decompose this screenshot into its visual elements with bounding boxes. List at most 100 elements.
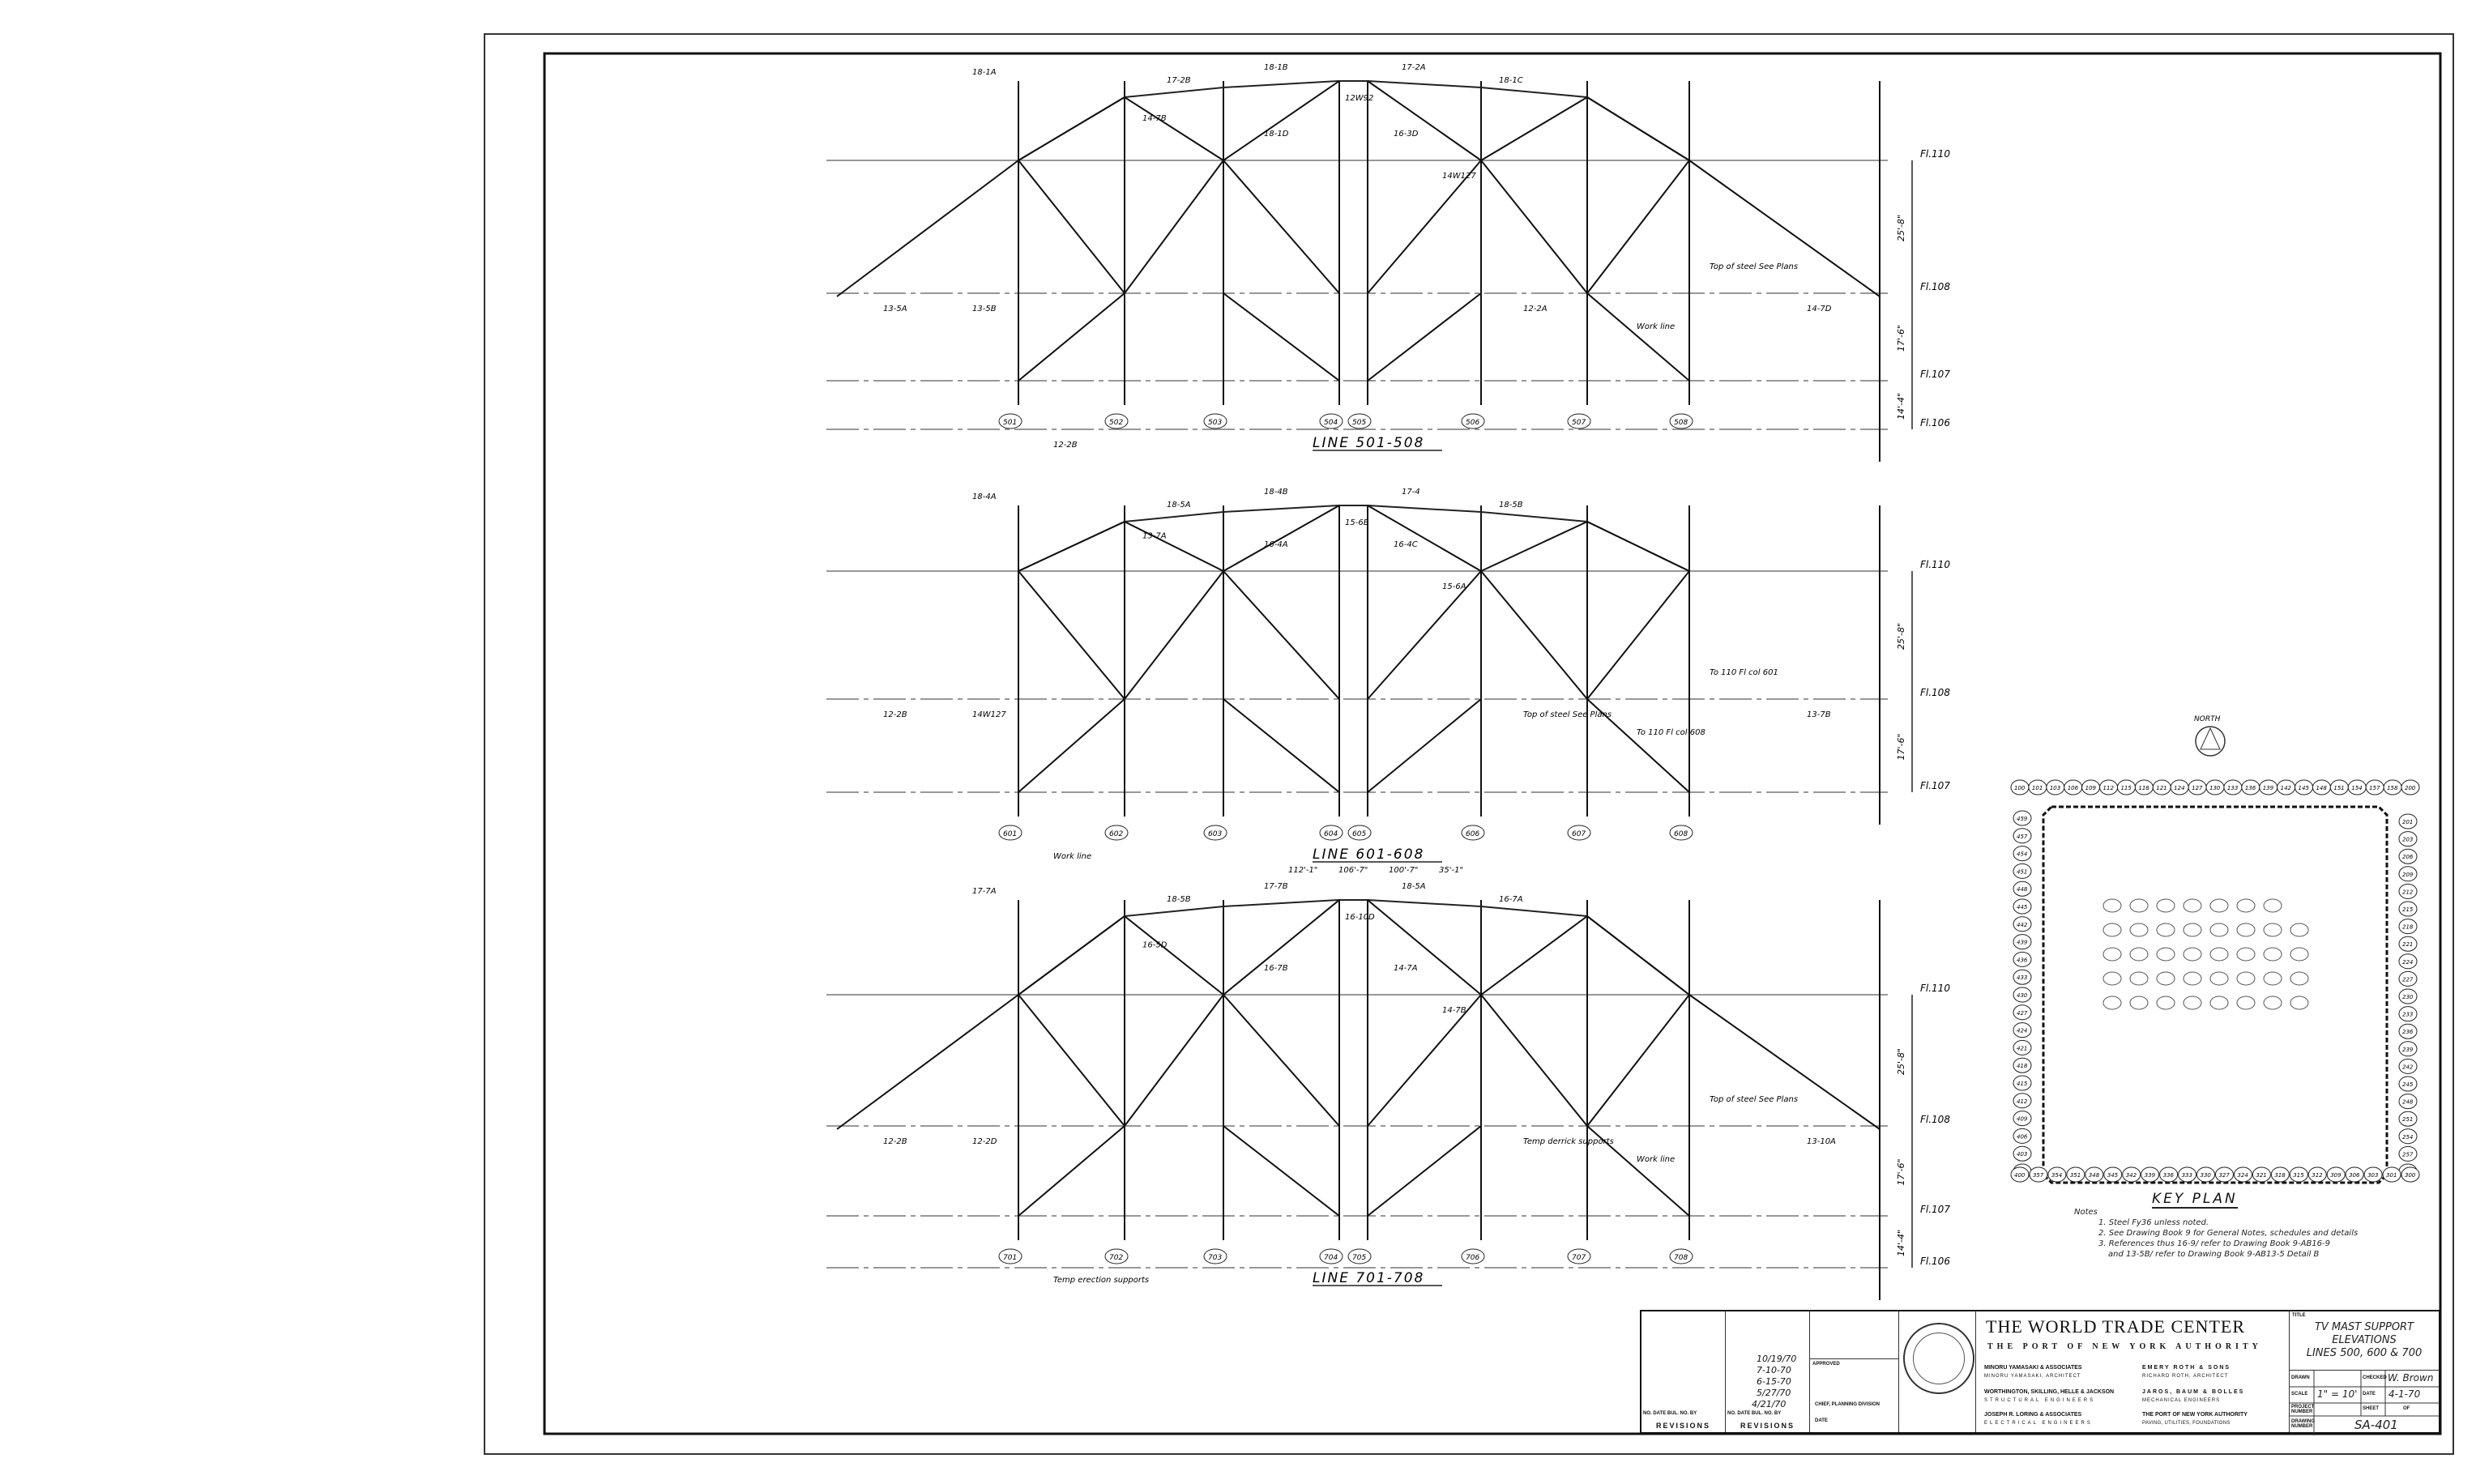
top-dimension: 100'-7" (1389, 866, 1418, 875)
column-number: 227 (2402, 976, 2414, 983)
column-bubble (2159, 1166, 2179, 1183)
column-number: 457 (2017, 834, 2028, 840)
column-number: 300 (2405, 1172, 2416, 1179)
member-label: 12W92 (1345, 94, 1373, 103)
column-bubble (2214, 1166, 2234, 1183)
diagonal-brace (1223, 1125, 1340, 1217)
diagonal-brace (1367, 80, 1482, 161)
column-number: 233 (2402, 1012, 2413, 1018)
column-number: 312 (2312, 1172, 2323, 1179)
column-bubble (2013, 1057, 2032, 1073)
column-number: 508 (1674, 419, 1688, 427)
column-bubble (2398, 1076, 2418, 1092)
column-bubble (2398, 1094, 2418, 1110)
column-bubble (2398, 813, 2418, 829)
member-label: Top of steel See Plans (1523, 710, 1612, 719)
title-grid-lines (2290, 1371, 2439, 1435)
core-column-bubble (2263, 971, 2282, 986)
core-column-bubble (2156, 898, 2175, 913)
diagonal-brace (1223, 505, 1340, 572)
column-number: 339 (2145, 1172, 2156, 1179)
firm-role: ELECTRICAL ENGINEERS (1984, 1421, 2093, 1426)
revision-date: 5/27/70 (1757, 1388, 1791, 1398)
core-column-bubble (2236, 923, 2256, 937)
diagonal-brace (1480, 160, 1588, 294)
member-label: 12-2B (1053, 441, 1078, 450)
diagonal-brace (1124, 570, 1224, 700)
column-bubble (2345, 1166, 2364, 1183)
core-column-bubble (2290, 947, 2309, 962)
member-label: 18-1D (1264, 130, 1289, 139)
top-chord (1018, 80, 1690, 161)
revisions-header: NO. DATE BUL. NO. BY (1727, 1411, 1782, 1416)
member-label: 18-4B (1264, 488, 1288, 497)
column-number: 158 (2387, 785, 2398, 791)
column-number: 345 (2107, 1172, 2119, 1179)
column-number: 203 (2402, 837, 2413, 843)
column-number: 357 (2033, 1172, 2044, 1179)
drawing-number: SA-401 (2354, 1418, 2398, 1432)
column-number: 151 (2333, 785, 2344, 791)
diagonal-brace (1480, 994, 1588, 1127)
column-bubble (2013, 1128, 2032, 1144)
core-column-bubble (2290, 996, 2309, 1010)
column-number: 430 (2017, 992, 2028, 999)
firm-name: JOSEPH R. LORING & ASSOCIATES (1984, 1412, 2082, 1418)
column-number: 118 (2138, 785, 2149, 791)
column-bubble (1567, 825, 1591, 841)
column-bubble (2398, 831, 2418, 847)
core-column-bubble (2183, 898, 2202, 913)
diagonal-brace (1480, 96, 1588, 161)
column-number: 230 (2402, 994, 2414, 1000)
diagonal-brace (1586, 160, 1690, 294)
diagonal-brace (1018, 994, 1125, 1127)
column-number: 257 (2402, 1151, 2414, 1158)
core-column-bubble (2236, 898, 2256, 913)
floor-label: Fl.106 (1920, 417, 1950, 429)
note-1: 1. Steel Fy36 unless noted. (2098, 1218, 2209, 1227)
member-label: Temp derrick supports (1523, 1137, 1614, 1146)
member-label: 12-2B (883, 710, 907, 719)
floor-label: Fl.108 (1920, 687, 1950, 698)
member-label: 18-1B (1264, 63, 1288, 72)
column-number: 505 (1352, 419, 1366, 427)
key-plan-outline (2042, 805, 2388, 1184)
column-bubble (2013, 951, 2032, 967)
column-number: 607 (1572, 830, 1586, 838)
diagonal-brace (1586, 96, 1690, 161)
column-number: 454 (2017, 851, 2027, 858)
diagonal-brace (1223, 698, 1340, 793)
floor-label: Fl.110 (1920, 983, 1950, 994)
note-3: 3. References thus 16-9/ refer to Drawin… (2098, 1239, 2331, 1248)
column-bubble (2013, 863, 2032, 879)
diagonal-brace (1124, 915, 1224, 996)
outrigger-brace (836, 994, 1019, 1130)
revision-date: 7-10-70 (1757, 1365, 1791, 1375)
core-column-bubble (2183, 947, 2202, 962)
diagonal-brace (1586, 570, 1690, 700)
column-number: 221 (2402, 941, 2413, 948)
diagonal-brace (1018, 160, 1125, 294)
column-number: 403 (2017, 1151, 2027, 1158)
approved-label: APPROVED (1812, 1362, 1840, 1367)
column-bubble (2252, 1166, 2271, 1183)
firm-block: THE WORLD TRADE CENTER THE PORT OF NEW Y… (1975, 1311, 2290, 1432)
notes-heading: Notes (2074, 1208, 2098, 1217)
member-label: 16-4C (1394, 540, 1418, 549)
core-column-bubble (2209, 923, 2229, 937)
floor-label: Fl.110 (1920, 148, 1950, 160)
revisions-table-right: 10/19/70 7-10-70 6-15-70 5/27/70 4/21/70… (1726, 1311, 1810, 1432)
column-number: 109 (2085, 785, 2097, 791)
title-line: ELEVATIONS (2332, 1334, 2397, 1346)
chief-label: CHIEF, PLANNING DIVISION (1815, 1402, 1880, 1407)
column-bubble (2398, 848, 2418, 864)
column-bubble (2178, 1166, 2197, 1183)
firm-role: MINORU YAMASAKI, ARCHITECT (1984, 1374, 2081, 1379)
firm-name: JAROS, BAUM & BOLLES (2142, 1389, 2245, 1395)
column-bubble (2013, 810, 2032, 826)
elevation-700: Fl.110Fl.108Fl.107Fl.10625'-8"17'-6"14'-… (826, 866, 1950, 1300)
column-bubble (2013, 898, 2032, 915)
note-3-cont: and 13-5B/ refer to Drawing Book 9-AB13-… (2108, 1250, 2320, 1259)
column-bubble (1461, 1248, 1485, 1264)
